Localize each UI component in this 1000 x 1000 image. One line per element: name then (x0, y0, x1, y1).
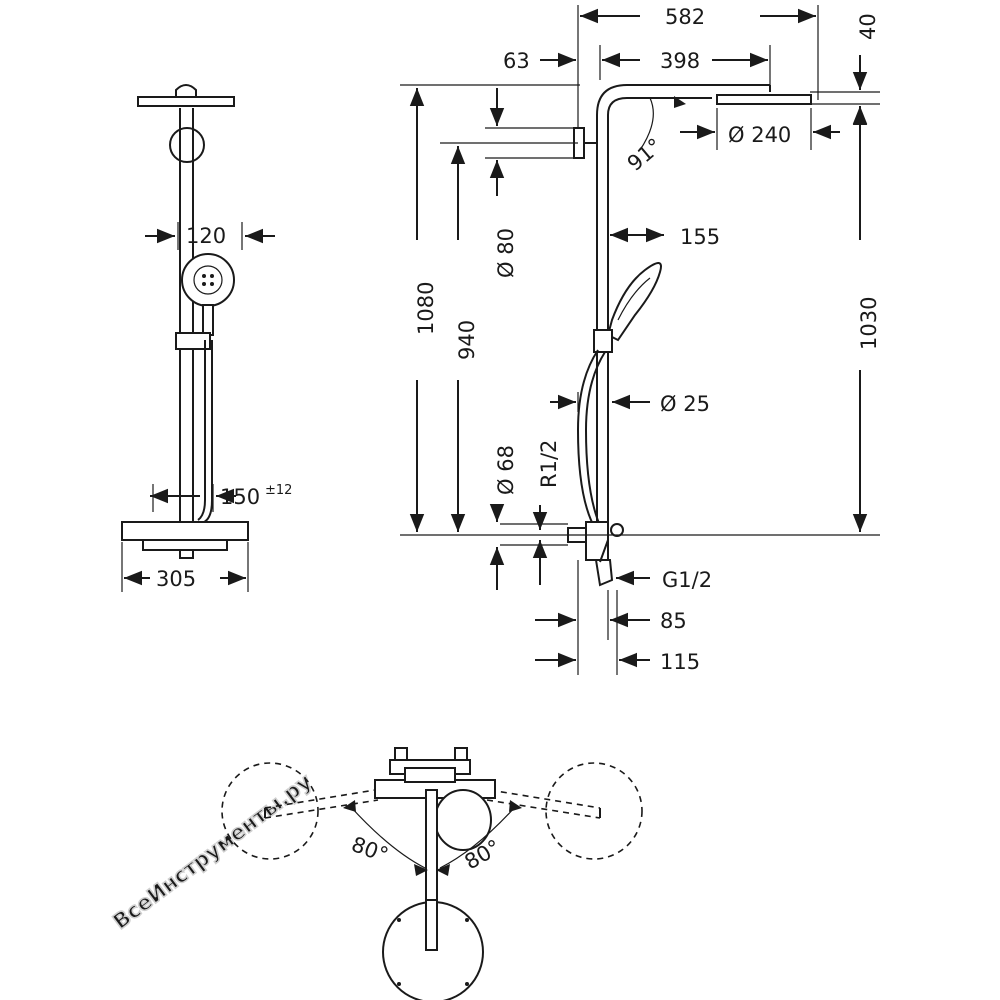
angle-left-80deg: 80° (348, 832, 391, 867)
dim-g12: G1/2 (662, 568, 712, 592)
dim-1030: 1030 (857, 297, 881, 350)
dim-d68: Ø 68 (494, 445, 518, 495)
side-view: 582 63 398 40 Ø 240 91° Ø 80 155 1080 9 (400, 5, 881, 675)
dim-91deg: 91° (623, 134, 667, 176)
dim-r12: R1/2 (537, 440, 561, 488)
dim-398: 398 (660, 49, 700, 73)
dim-305: 305 (156, 567, 196, 591)
dim-150-tolerance: ±12 (265, 483, 292, 498)
dim-85: 85 (660, 609, 687, 633)
dim-40: 40 (856, 13, 880, 40)
front-view: 120 150 ±12 305 (121, 84, 292, 592)
dim-d25: Ø 25 (660, 392, 710, 416)
dim-63: 63 (503, 49, 530, 73)
dim-115: 115 (660, 650, 700, 674)
dim-d80: Ø 80 (494, 228, 518, 278)
dim-150: 150 (220, 485, 260, 509)
dim-155: 155 (680, 225, 720, 249)
watermark: ВсеИнструменты.ру (109, 769, 317, 934)
dim-940: 940 (455, 320, 479, 360)
dim-582: 582 (665, 5, 705, 29)
dim-d240: Ø 240 (728, 123, 791, 147)
dim-120: 120 (186, 224, 226, 248)
dim-1080: 1080 (414, 282, 438, 335)
